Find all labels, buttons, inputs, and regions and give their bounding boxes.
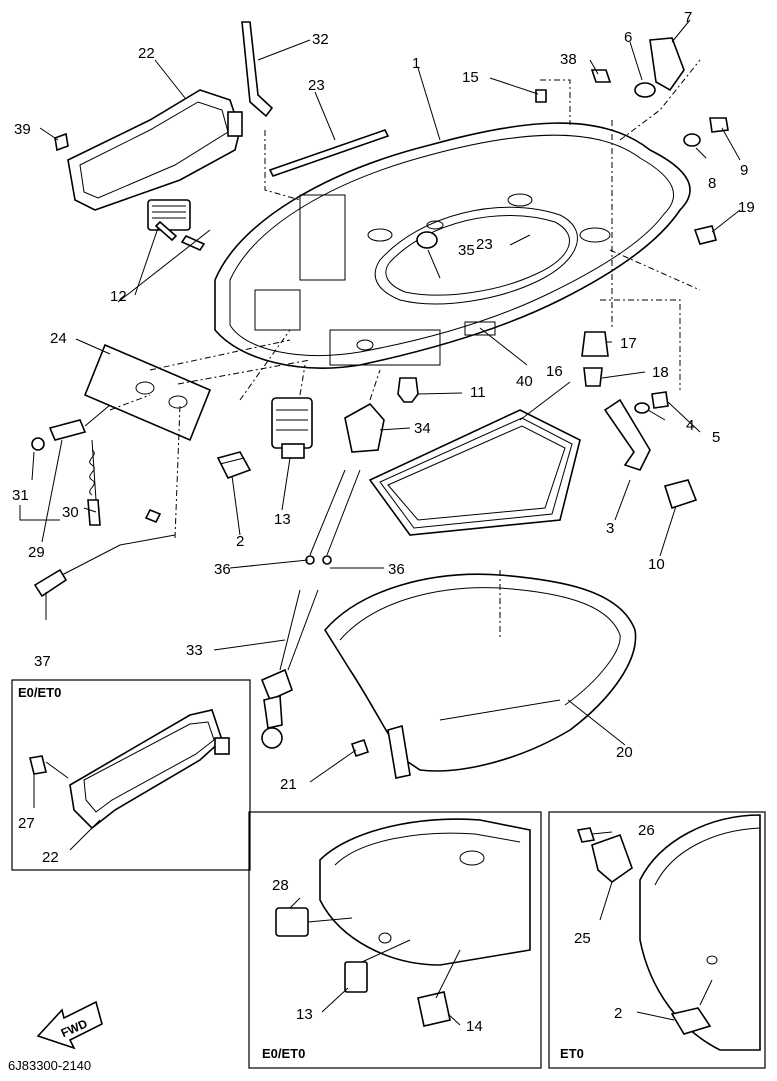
inset-left-label: E0/ET0 <box>18 685 61 700</box>
part-label-36: 36 <box>214 561 231 578</box>
part-label-11: 11 <box>470 384 486 401</box>
bushing-18 <box>583 367 603 387</box>
part-label-32: 32 <box>312 31 329 48</box>
part-label-29: 29 <box>28 544 45 561</box>
part-label-22b: 22 <box>42 849 59 866</box>
part-label-8: 8 <box>708 175 716 192</box>
plate-24 <box>83 343 212 442</box>
part-label-40: 40 <box>516 373 533 390</box>
part-label-20: 20 <box>616 744 633 761</box>
part-label-13: 13 <box>274 511 291 528</box>
bottom-cowling-shape <box>214 122 691 369</box>
washer-4 <box>634 402 650 414</box>
inset-right <box>548 811 766 1069</box>
grommet-13 <box>271 397 313 459</box>
part-label-37: 37 <box>34 653 51 670</box>
lower-cover-20 <box>324 573 637 779</box>
pad-10 <box>663 479 698 510</box>
part-label-2: 2 <box>236 533 244 550</box>
part-label-36b: 36 <box>388 561 405 578</box>
part-label-5: 5 <box>712 429 720 446</box>
part-label-10: 10 <box>648 556 665 573</box>
fwd-arrow: FWD <box>36 1000 103 1050</box>
part-label-16: 16 <box>546 363 563 380</box>
part-label-15: 15 <box>462 69 479 86</box>
cable-36a <box>309 469 346 556</box>
part-label-7: 7 <box>684 9 692 26</box>
clip-34 <box>344 402 385 453</box>
part-label-18: 18 <box>652 364 669 381</box>
part-label-6: 6 <box>624 29 632 46</box>
nut-5 <box>651 391 669 409</box>
plug-11 <box>397 377 419 403</box>
screw-19 <box>693 225 717 245</box>
part-label-23b: 23 <box>476 236 493 253</box>
inset-middle-label: E0/ET0 <box>262 1046 305 1061</box>
part-label-33: 33 <box>186 642 203 659</box>
bushing-6 <box>634 82 656 98</box>
grommet-17 <box>581 331 609 357</box>
inset-right-label: ET0 <box>560 1046 584 1061</box>
bracket-12 <box>147 199 206 252</box>
part-label-25: 25 <box>574 930 591 947</box>
part-label-4: 4 <box>686 417 694 434</box>
part-label-35: 35 <box>458 242 475 259</box>
seal-16 <box>368 409 581 536</box>
part-label-22: 22 <box>138 45 155 62</box>
cable-33 <box>279 589 319 671</box>
knob-33 <box>260 668 293 749</box>
grommet-2 <box>216 451 252 479</box>
drawing-code: 6J83300-2140 <box>8 1058 91 1073</box>
part-label-28: 28 <box>272 877 289 894</box>
part-label-14: 14 <box>466 1018 483 1035</box>
bracket-3 <box>603 398 651 471</box>
tag-38 <box>590 69 612 83</box>
switch-assembly <box>31 404 111 526</box>
screw-21 <box>350 738 370 758</box>
part-label-2b: 2 <box>614 1005 622 1022</box>
part-label-23: 23 <box>308 77 325 94</box>
part-label-19: 19 <box>738 199 755 216</box>
inset-middle <box>248 811 542 1069</box>
tag-39 <box>54 132 69 152</box>
plug-35 <box>416 231 438 249</box>
nut-9 <box>709 117 729 133</box>
part-label-34: 34 <box>414 420 431 437</box>
lever-rod <box>241 21 274 118</box>
part-label-39: 39 <box>14 121 31 138</box>
part-label-9: 9 <box>740 162 748 179</box>
cable-36b <box>326 469 361 556</box>
screw-15 <box>535 89 547 103</box>
cover-22 <box>67 89 243 211</box>
bracket-7 <box>649 37 685 92</box>
part-labels: 1 2 2 3 4 5 6 7 8 9 10 11 12 13 13 14 15… <box>8 9 755 1073</box>
part-label-13b: 13 <box>296 1006 313 1023</box>
seal-strip <box>268 129 390 177</box>
part-label-30: 30 <box>62 504 79 521</box>
part-label-12: 12 <box>110 288 127 305</box>
inset-left <box>11 679 251 871</box>
part-label-38: 38 <box>560 51 577 68</box>
part-label-17: 17 <box>620 335 637 352</box>
part-label-1: 1 <box>412 55 420 72</box>
part-label-27: 27 <box>18 815 35 832</box>
leader-lines <box>19 19 741 783</box>
part-label-31: 31 <box>12 487 29 504</box>
washer-8 <box>683 133 701 147</box>
sensor-37 <box>33 508 176 598</box>
part-label-26: 26 <box>638 822 655 839</box>
part-label-3: 3 <box>606 520 614 537</box>
part-label-24: 24 <box>50 330 67 347</box>
part-label-21: 21 <box>280 776 297 793</box>
